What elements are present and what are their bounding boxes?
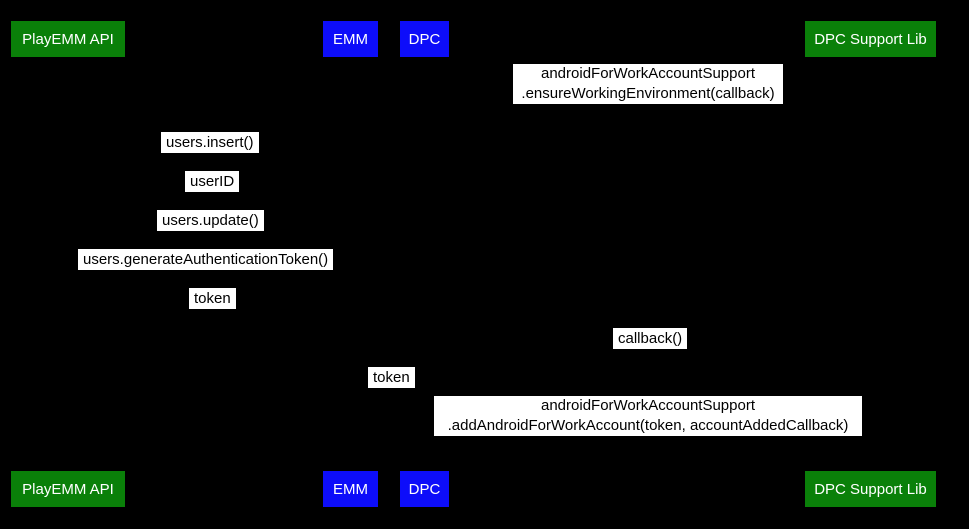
message-label-ensure-working-environment: androidForWorkAccountSupport .ensureWork… <box>513 64 783 104</box>
message-label-users-update: users.update() <box>157 210 264 231</box>
actor-dpc-support-lib-bottom: DPC Support Lib <box>805 471 936 507</box>
message-label-users-insert: users.insert() <box>161 132 259 153</box>
message-line: .ensureWorkingEnvironment(callback) <box>521 85 775 102</box>
actor-emm-bottom: EMM <box>323 471 378 507</box>
actor-dpc-support-lib-top: DPC Support Lib <box>805 21 936 57</box>
message-line: .addAndroidForWorkAccount(token, account… <box>447 417 849 434</box>
message-line: androidForWorkAccountSupport <box>541 65 755 82</box>
message-label-callback: callback() <box>613 328 688 349</box>
actor-dpc-top: DPC <box>400 21 449 57</box>
actor-dpc-bottom: DPC <box>400 471 449 507</box>
actor-playemm-api-bottom: PlayEMM API <box>11 471 125 507</box>
message-label-add-android-for-work-account: androidForWorkAccountSupport .addAndroid… <box>434 396 862 436</box>
message-line: androidForWorkAccountSupport <box>541 397 755 414</box>
actor-playemm-api-top: PlayEMM API <box>11 21 125 57</box>
message-label-userid: userID <box>185 171 240 192</box>
actor-emm-top: EMM <box>323 21 378 57</box>
message-label-generate-authentication-token: users.generateAuthenticationToken() <box>78 249 334 270</box>
message-label-token-1: token <box>189 288 236 309</box>
message-label-token-2: token <box>368 367 415 388</box>
